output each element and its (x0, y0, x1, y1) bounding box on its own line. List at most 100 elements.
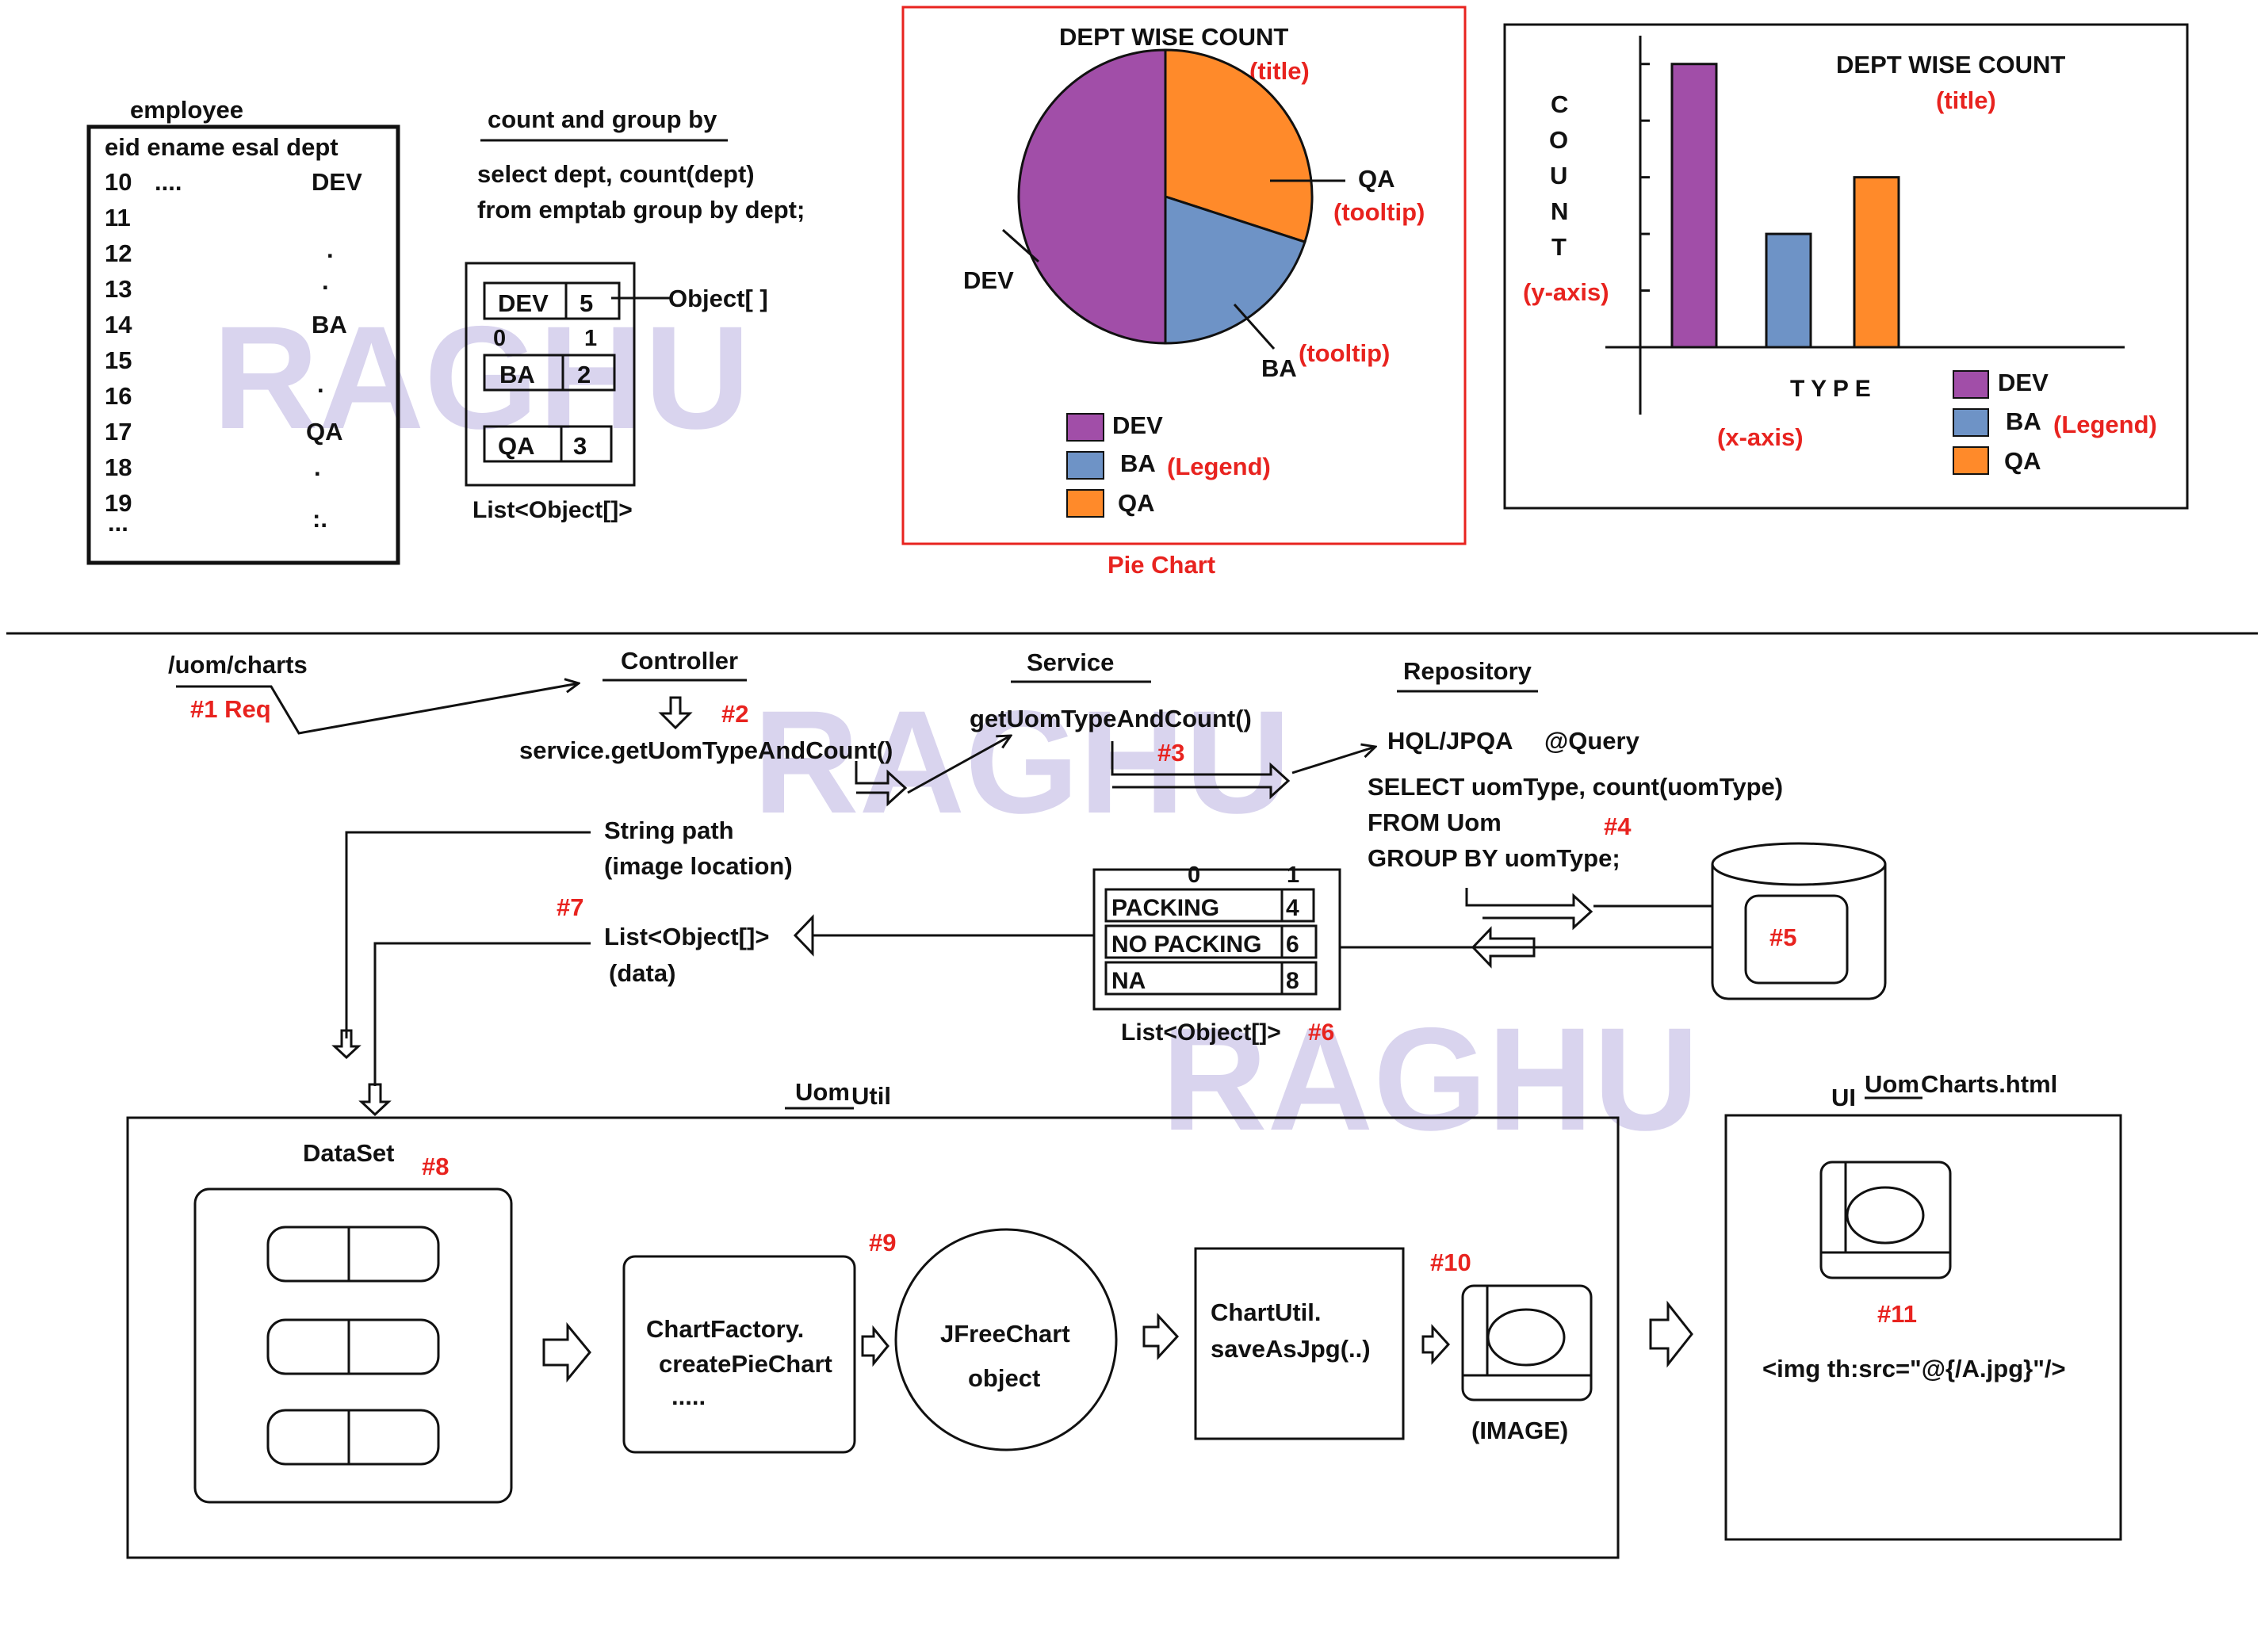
chart-factory-line2: createPieChart (659, 1350, 832, 1378)
pie-chart-title: DEPT WISE COUNT (1059, 23, 1288, 51)
employee-dept: . (317, 370, 324, 398)
bar-marks (1670, 63, 1900, 349)
employee-dept: . (327, 235, 334, 263)
uomutil-title-a: Uom (795, 1078, 850, 1106)
data-line (373, 942, 591, 1086)
employee-id: 10 (105, 168, 132, 196)
bar-ticks (1640, 63, 1650, 293)
down-arrow-icon (358, 1083, 392, 1117)
pie-tooltip-note: (tooltip) (1333, 198, 1425, 226)
group-by-title: count and group by (488, 105, 717, 133)
employee-id: 14 (105, 311, 132, 338)
request-flow: /uom/charts #1 Req Controller #2 service… (126, 647, 2122, 1559)
list-data-label: List<Object[]> (604, 923, 769, 950)
dataset-rows (266, 1226, 440, 1466)
step-1-label: #1 Req (190, 695, 271, 723)
request-arrow (176, 683, 579, 735)
pie-chart-caption: Pie Chart (1108, 551, 1215, 579)
result-row-label: NA (1111, 968, 1146, 994)
list-object-label: List<Object[]> (472, 497, 633, 523)
pie-slice-label: BA (1261, 354, 1297, 382)
group-by-query-line1: select dept, count(dept) (477, 160, 755, 188)
result-index-1: 1 (1287, 862, 1299, 888)
employee-dept: DEV (312, 168, 362, 196)
result-list-label: List<Object[]> (1121, 1019, 1281, 1046)
repository-title: Repository (1403, 657, 1532, 685)
database-icon (1711, 842, 1887, 1000)
chart-factory-line1: ChartFactory. (646, 1315, 804, 1343)
result-index-0: 0 (1188, 862, 1200, 888)
object-row-label: BA (499, 361, 535, 388)
pie-pointer-dev (1002, 228, 1039, 263)
bar-dev (1670, 63, 1718, 349)
object-index-0: 0 (493, 326, 506, 351)
employee-id: 11 (105, 204, 131, 231)
x-axis-label: T Y P E (1790, 376, 1871, 402)
uomutil-title-b: Util (851, 1082, 891, 1110)
step-3-label: #3 (1157, 739, 1184, 767)
y-axis-letter: O (1549, 126, 1568, 154)
result-list-box (1092, 868, 1341, 1011)
y-axis-note: (y-axis) (1523, 278, 1609, 306)
object-row-label: DEV (498, 289, 549, 317)
bar-qa (1853, 176, 1900, 349)
employee-ename-dots: .... (155, 168, 182, 196)
employee-dept: :. (312, 505, 327, 533)
pie-slice-qa (1164, 48, 1314, 244)
y-axis-letter: C (1551, 90, 1568, 118)
pie-legend-swatch (1066, 489, 1104, 518)
pie-slice-dev (1017, 48, 1167, 345)
ui-label: UI (1831, 1084, 1856, 1111)
result-row-count: 6 (1286, 931, 1299, 958)
right-arrow-icon (1649, 1300, 1693, 1368)
result-list: 0 1 PACKING 4 NO PACKING 6 NA 8 List<Obj… (1092, 862, 1341, 1046)
watermark-middle: RAGHU (753, 681, 1291, 844)
watermark-top: RAGHU (212, 296, 750, 460)
controller-to-service-arrow (907, 736, 1011, 794)
employee-id: 18 (105, 453, 132, 481)
sql-line-1: SELECT uomType, count(uomType) (1368, 773, 1783, 801)
bar-legend-label: BA (2006, 407, 2041, 435)
result-row-label: NO PACKING (1111, 931, 1261, 958)
object-row-dev (483, 281, 621, 320)
data-note: (data) (609, 959, 675, 987)
object-row-count: 2 (577, 361, 591, 388)
employee-id: 16 (105, 382, 132, 410)
pie-legend-label: QA (1118, 489, 1155, 517)
bar-chart-panel: DEPT WISE COUNT (title) C O U N T (y-axi… (1503, 23, 2189, 510)
down-arrow-icon (331, 1029, 362, 1060)
y-axis-letter: U (1550, 162, 1567, 189)
employee-table-border (86, 124, 400, 565)
bar-legend-note: (Legend) (2053, 411, 2157, 438)
service-to-repository-arrow (1291, 747, 1375, 774)
pie-legend-label: BA (1120, 449, 1156, 477)
image-icon (1461, 1284, 1593, 1402)
object-row-count: 3 (573, 432, 587, 460)
bar-chart-frame (1503, 23, 2189, 510)
request-url: /uom/charts (168, 651, 308, 679)
chart-util-line2: saveAsJpg(..) (1211, 1335, 1371, 1363)
employee-table-header: eid ename esal dept (105, 133, 339, 161)
watermark-bottom: RAGHU (1161, 998, 1699, 1161)
step-6-label: #6 (1308, 1019, 1334, 1046)
employee-dept: . (322, 267, 329, 295)
left-arrow-icon (1471, 926, 1536, 969)
bar-legend-swatch (1953, 370, 1989, 399)
pie-legend-swatch (1066, 413, 1104, 442)
hql-label: HQL/JPQA (1387, 727, 1513, 755)
jfreechart-line2: object (968, 1364, 1040, 1392)
result-row-label: PACKING (1111, 895, 1219, 921)
x-axis-note: (x-axis) (1717, 423, 1804, 451)
pie-legend-note: (Legend) (1167, 453, 1271, 480)
string-path-label: String path (604, 816, 734, 844)
sql-line-2: FROM Uom (1368, 809, 1502, 836)
step-2-label: #2 (721, 700, 748, 728)
list-object-box (465, 262, 636, 487)
group-by-section: count and group by select dept, count(de… (465, 105, 805, 523)
y-axis-letter: N (1551, 197, 1568, 225)
step-10-label: #10 (1430, 1249, 1471, 1276)
pie-chart-panel: DEPT WISE COUNT (title) QA (tooltip) BA … (901, 6, 1467, 579)
query-annotation: @Query (1544, 727, 1640, 755)
result-row-count: 4 (1286, 895, 1299, 921)
right-arrow-icon (1111, 741, 1291, 800)
